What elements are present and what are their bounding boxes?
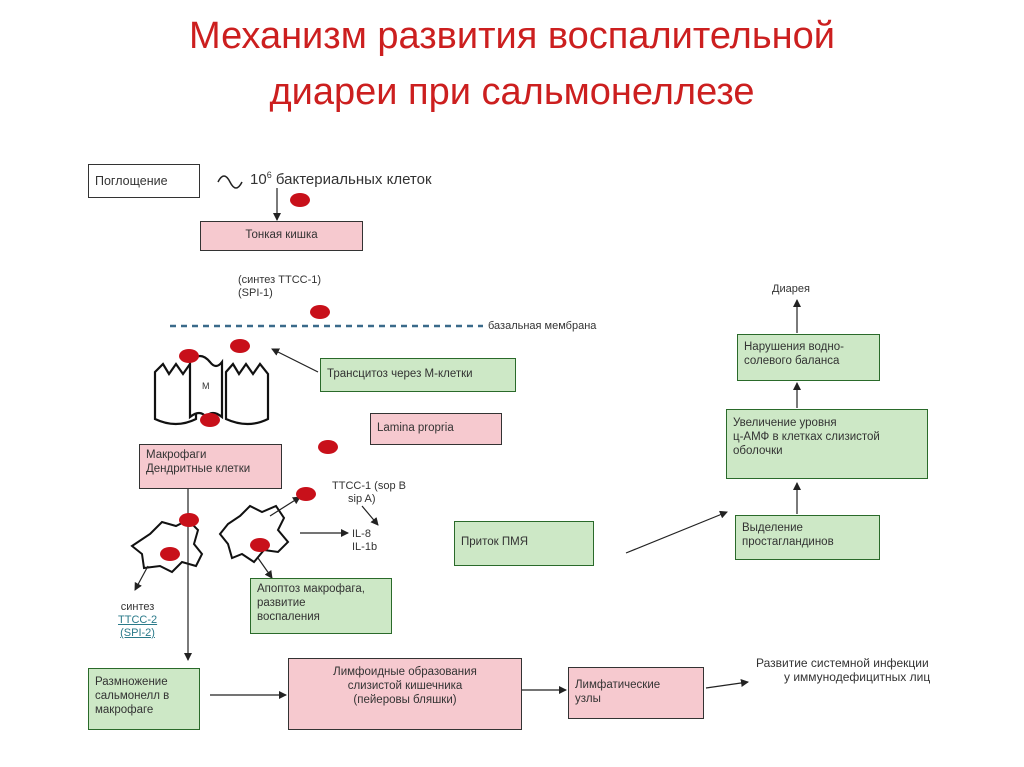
diarrhea-label: Диарея <box>772 283 810 295</box>
page-title: Механизм развития воспалительной диареи … <box>0 8 1024 120</box>
small-intestine-box: Тонкая кишка <box>200 221 363 251</box>
arrow-ttss1-to-il <box>361 505 379 526</box>
bacterium-dot <box>250 538 270 552</box>
title-line-2: диареи при сальмонеллезе <box>269 71 755 113</box>
camp-box: Увеличение уровня ц-АМФ в клетках слизис… <box>726 409 928 479</box>
pmn-influx-box: Приток ПМЯ <box>454 521 594 566</box>
epithelial-cell-left <box>153 361 198 426</box>
arrow-lymphnodes-to-systemic <box>705 679 749 689</box>
prostaglandins-box: Выделение простагландинов <box>735 515 880 560</box>
bacterium-dot <box>310 305 330 319</box>
arrow-macrophage-left-to-synthesis <box>134 565 149 591</box>
ttss2-synthesis-label: синтез ТТСС-2 (SPI-2) <box>118 601 158 639</box>
macrophage-left <box>130 518 204 574</box>
arrow-macrophage-to-ttss1 <box>269 496 301 517</box>
multiplication-box: Размножение сальмонелл в макрофаге <box>88 668 200 730</box>
apoptosis-box: Апоптоз макрофага, развитие воспаления <box>250 578 392 634</box>
transcytosis-label: Трансцитоз через М-клетки <box>327 368 473 380</box>
bacterium-dot <box>318 440 338 454</box>
arrow-transcytosis-to-mcell <box>271 348 319 373</box>
m-cell <box>188 354 224 420</box>
wave-icon <box>217 175 243 189</box>
lamina-propria-box: Lamina propria <box>370 413 502 445</box>
ttss1-sop-label: ТТСС-1 (sop B sip A) <box>332 480 406 505</box>
macrophages-box: Макрофаги Дендритные клетки <box>139 444 282 489</box>
water-salt-box: Нарушения водно- солевого баланса <box>737 334 880 381</box>
lymphoid-box: Лимфоидные образования слизистой кишечни… <box>288 658 522 730</box>
title-line-1: Механизм развития воспалительной <box>188 15 836 57</box>
bacterium-dot <box>179 513 199 527</box>
lymph-nodes-box: Лимфатические узлы <box>568 667 704 719</box>
lamina-propria-label: Lamina propria <box>377 422 454 434</box>
ttss1-synthesis-label: (синтез ТТСС-1) (SPI-1) <box>238 274 322 299</box>
uptake-label: Поглощение <box>95 174 168 188</box>
transcytosis-box: Трансцитоз через М-клетки <box>320 358 516 392</box>
basal-membrane-label: базальная мембрана <box>488 320 597 332</box>
bacteria-count-label: 106 бактериальных клеток <box>250 170 432 188</box>
bacterium-dot <box>290 193 310 207</box>
arrow-macrophage-to-apoptosis <box>257 557 273 579</box>
bacterium-dot <box>160 547 180 561</box>
macrophage-right <box>218 504 290 564</box>
pmn-influx-label: Приток ПМЯ <box>461 536 528 548</box>
bacterium-dot <box>230 339 250 353</box>
systemic-infection-label: Развитие системной инфекции у иммунодефи… <box>756 656 931 684</box>
epithelial-cell-right <box>224 362 270 426</box>
small-intestine-label: Тонкая кишка <box>245 229 318 241</box>
bacterium-dot <box>200 413 220 427</box>
arrow-pmn-to-prostaglandins <box>625 510 728 554</box>
bacterium-dot <box>296 487 316 501</box>
m-cell-label: М <box>202 381 210 391</box>
bacterium-dot <box>179 349 199 363</box>
uptake-box: Поглощение <box>88 164 200 198</box>
interleukins-label: IL-8 IL-1b <box>352 528 378 553</box>
